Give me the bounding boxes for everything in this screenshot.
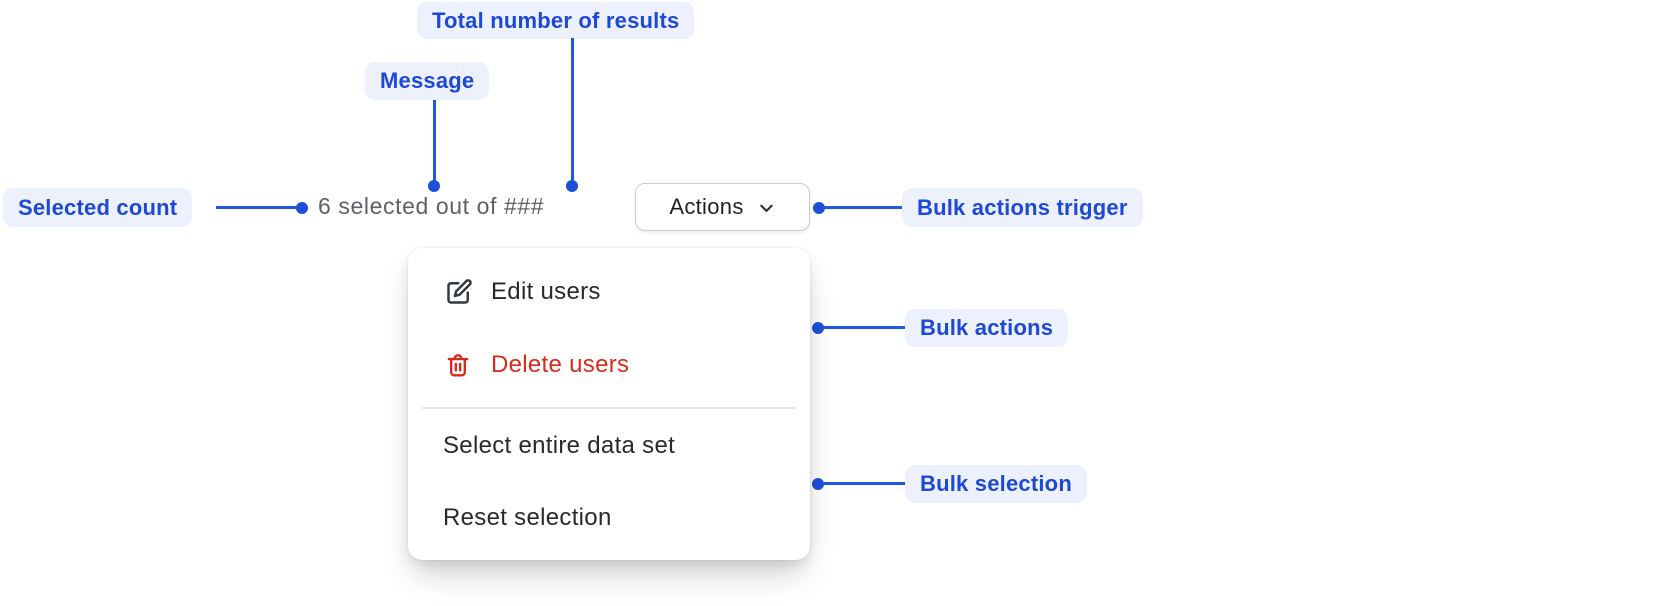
connector-dot-bulk-actions — [812, 322, 824, 334]
chevron-down-icon — [757, 197, 776, 218]
connector-line-bulk-selection — [823, 482, 905, 485]
connector-dot-message — [428, 180, 440, 192]
bulk-actions-trigger-button-label: Actions — [669, 194, 744, 219]
annotation-selected-count-label: Selected count — [18, 194, 178, 220]
edit-icon — [445, 278, 475, 306]
annotation-bulk-actions-trigger: Bulk actions trigger — [902, 188, 1143, 227]
bulk-actions-menu: Edit users Delete users Select entire da… — [408, 248, 810, 560]
menu-item-edit-users-label: Edit users — [491, 278, 601, 305]
annotation-bulk-actions-label: Bulk actions — [920, 315, 1054, 340]
annotation-bulk-actions-trigger-label: Bulk actions trigger — [917, 194, 1128, 220]
menu-item-select-entire-data-set-label: Select entire data set — [443, 432, 676, 459]
menu-item-delete-users-label: Delete users — [491, 351, 630, 378]
connector-line-bulk-actions — [823, 326, 905, 329]
menu-item-edit-users[interactable]: Edit users — [408, 268, 810, 316]
menu-divider — [422, 407, 796, 409]
annotation-message: Message — [365, 62, 490, 100]
annotation-selected-count: Selected count — [3, 188, 193, 227]
connector-line-message — [433, 100, 436, 184]
connector-dot-total-results — [566, 180, 578, 192]
connector-dot-selected-count — [296, 202, 308, 214]
trash-icon — [445, 352, 475, 378]
connector-line-total-results — [571, 38, 574, 184]
connector-dot-bulk-actions-trigger — [813, 202, 825, 214]
selection-message: 6 selected out of ### — [318, 192, 545, 219]
menu-item-delete-users[interactable]: Delete users — [408, 341, 810, 389]
connector-line-bulk-actions-trigger — [824, 206, 902, 209]
annotation-message-label: Message — [380, 68, 475, 93]
annotation-bulk-actions: Bulk actions — [905, 309, 1069, 347]
connector-line-selected-count — [216, 206, 300, 209]
menu-item-select-entire-data-set[interactable]: Select entire data set — [408, 422, 810, 470]
connector-dot-bulk-selection — [812, 478, 824, 490]
menu-item-reset-selection[interactable]: Reset selection — [408, 494, 810, 542]
annotation-bulk-selection-label: Bulk selection — [920, 471, 1072, 496]
bulk-actions-trigger-button[interactable]: Actions — [635, 183, 810, 231]
annotation-total-results: Total number of results — [417, 2, 695, 39]
annotation-total-results-label: Total number of results — [432, 7, 680, 33]
annotation-bulk-selection: Bulk selection — [905, 465, 1087, 503]
menu-item-reset-selection-label: Reset selection — [443, 504, 612, 531]
